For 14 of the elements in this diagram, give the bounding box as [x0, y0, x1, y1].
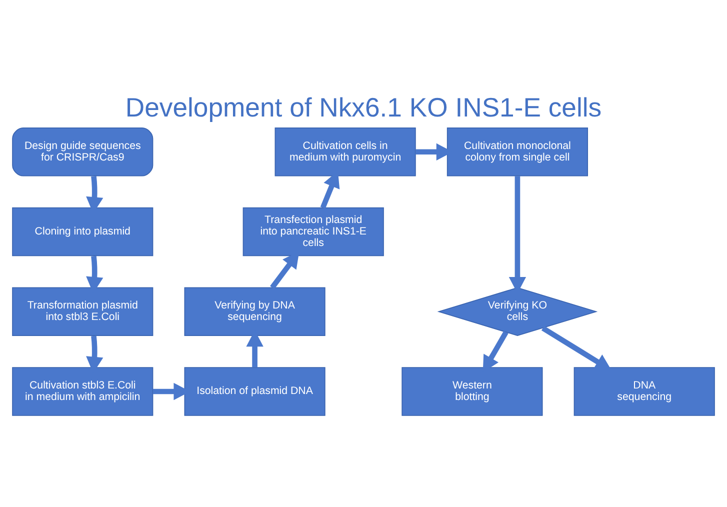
- diagram-title: Development of Nkx6.1 KO INS1-E cells: [125, 92, 602, 122]
- node-box: Transformation plasmid into stbl3 E.Coli: [12, 287, 154, 336]
- arrow: [541, 326, 612, 370]
- node-diamond: Verifying KO cells: [437, 287, 598, 336]
- node-box: Cultivation monoclonal colony from single cell: [446, 128, 588, 176]
- node-box: Design guide sequences for CRISPR/Cas9: [12, 128, 154, 176]
- node-box: DNA sequencing: [574, 367, 715, 416]
- node-box: Western blotting: [402, 367, 543, 416]
- node-box: Cultivation stbl3 E.Coli in medium with ampicilin: [12, 367, 154, 416]
- node-box: Verifying by DNA sequencing: [184, 287, 326, 336]
- node-box: Transfection plasmid into pancreatic INS1-E cells: [242, 207, 384, 256]
- node-box: Isolation of plasmid DNA: [184, 367, 326, 416]
- node-box: Cloning into plasmid: [12, 207, 154, 256]
- node-box: Cultivation cells in medium with puromycin: [274, 128, 416, 176]
